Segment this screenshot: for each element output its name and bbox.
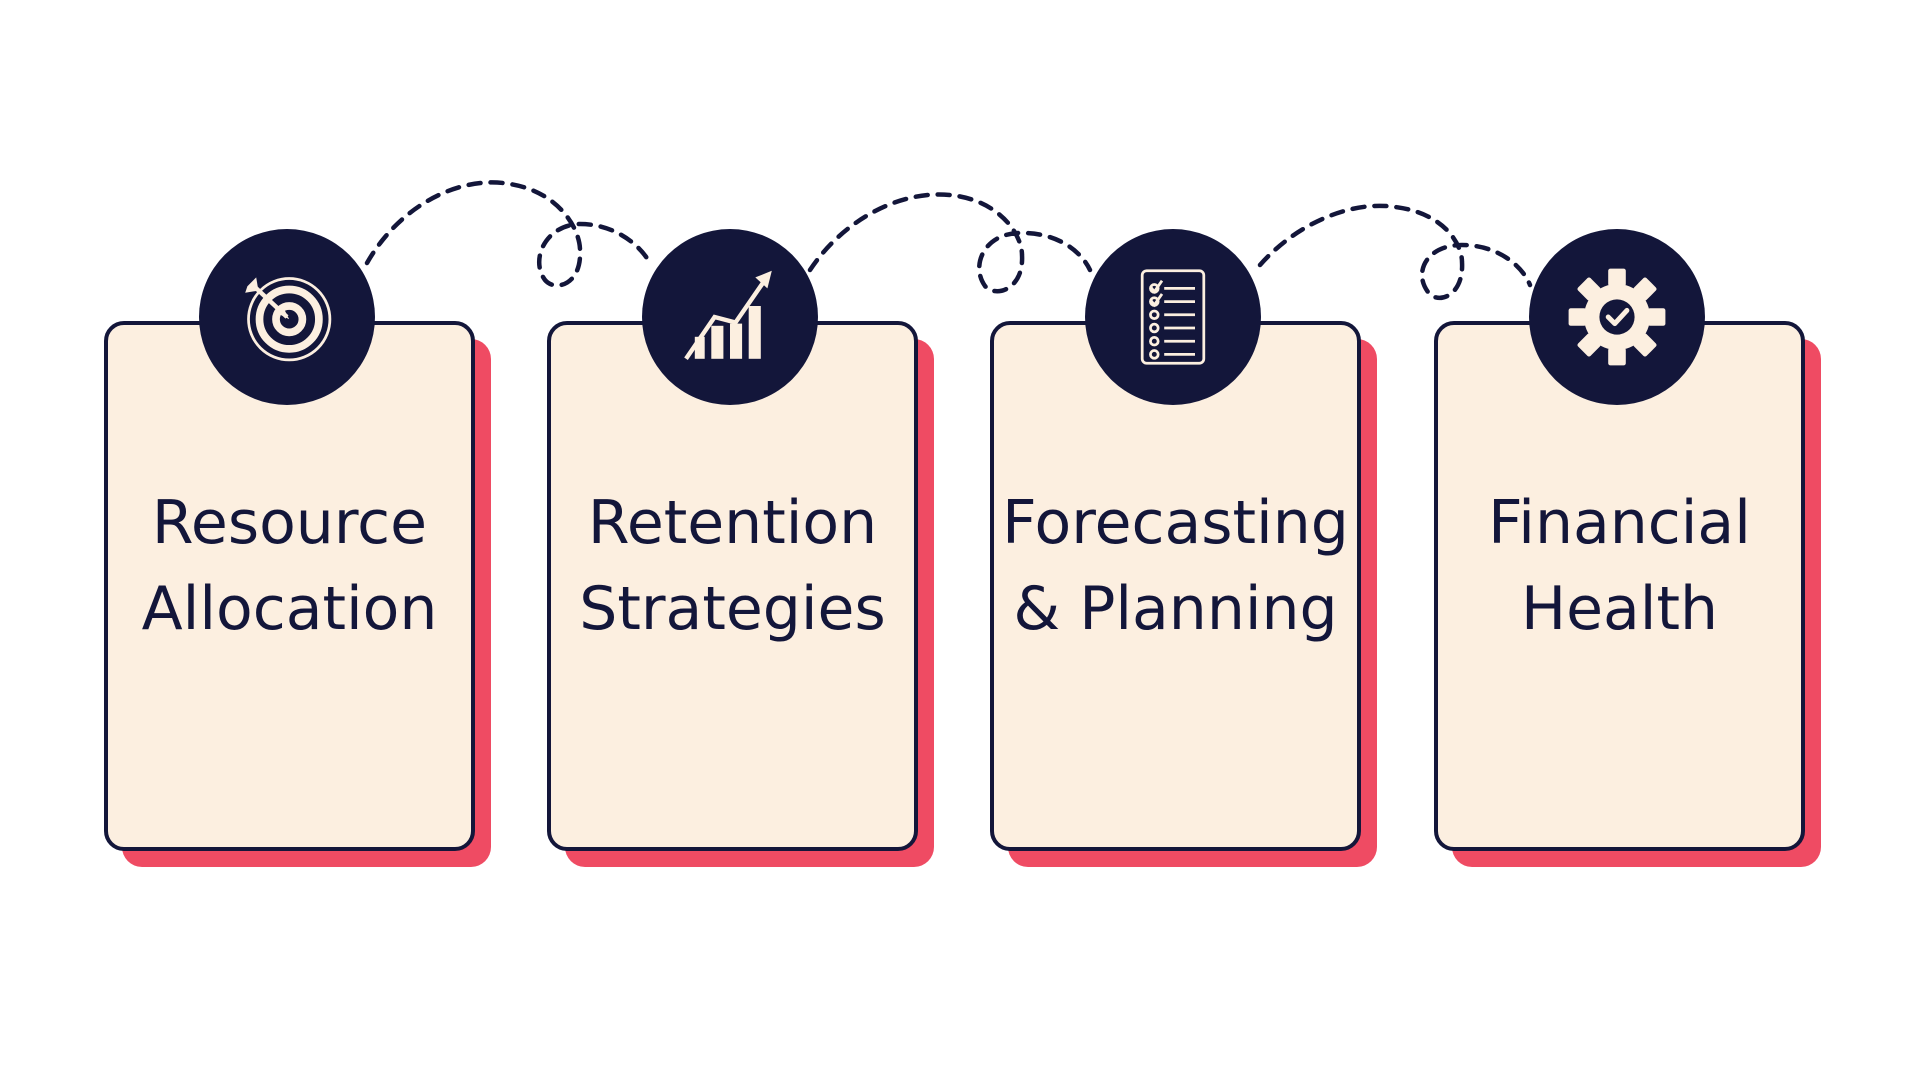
checklist-icon-badge — [1085, 229, 1261, 405]
gear-check-icon — [1568, 268, 1666, 366]
connector-2-3 — [807, 192, 1093, 294]
checklist-icon — [1140, 269, 1206, 365]
card-title: Forecasting & Planning — [1002, 480, 1349, 652]
title-line: Health — [1520, 574, 1718, 644]
title-line: & Planning — [1013, 574, 1338, 644]
title-line: Forecasting — [1002, 488, 1349, 558]
target-icon — [245, 277, 332, 362]
target-icon-badge — [199, 229, 375, 405]
title-line: Retention — [587, 488, 878, 558]
title-line: Resource — [151, 488, 428, 558]
growth-chart-icon-badge — [642, 229, 818, 405]
connector-3-4 — [1257, 203, 1533, 301]
title-line: Strategies — [579, 574, 886, 644]
card-body: Forecasting & Planning — [990, 321, 1361, 851]
connector-1-2 — [364, 180, 653, 288]
title-line: Allocation — [141, 574, 438, 644]
gear-check-icon-badge — [1529, 229, 1705, 405]
card-forecasting-planning: Forecasting & Planning — [990, 321, 1377, 867]
title-line: Financial — [1488, 488, 1751, 558]
growth-chart-icon — [684, 270, 772, 361]
